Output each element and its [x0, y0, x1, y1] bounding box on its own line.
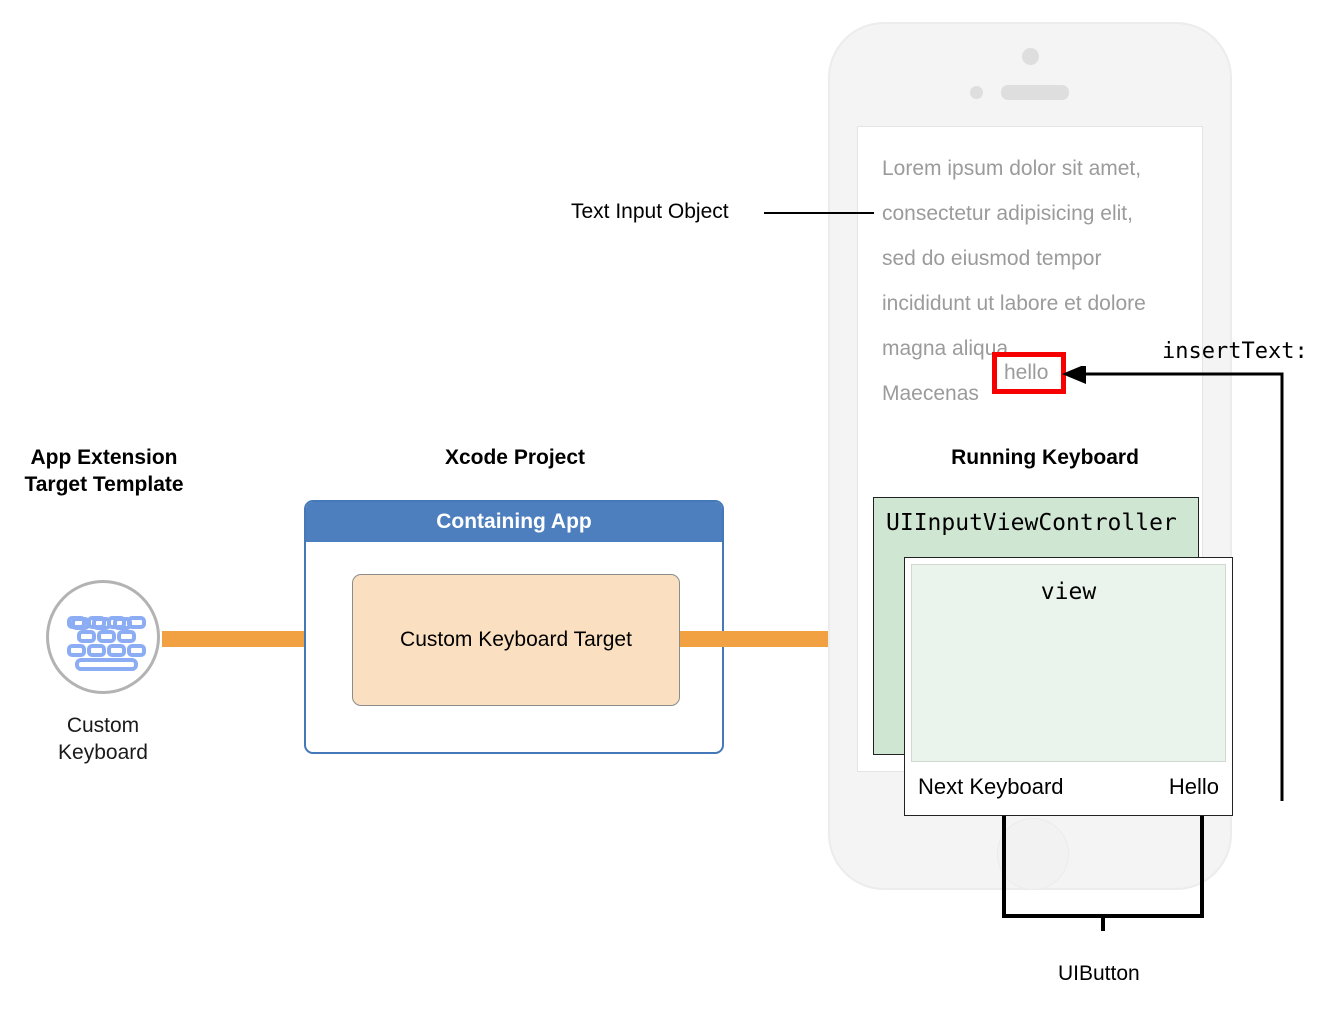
section-title-app-extension: App Extension Target Template: [24, 446, 184, 496]
text-input-object[interactable]: Lorem ipsum dolor sit amet, consectetur …: [882, 146, 1202, 416]
insert-text-connector: [1062, 366, 1284, 801]
view-label: view: [1040, 579, 1097, 605]
callout-text-input-object: Text Input Object: [571, 200, 729, 223]
keyboard-view-box: view: [911, 564, 1226, 762]
screen-text-line: Maecenas: [882, 382, 979, 405]
keyboard-icon: [67, 616, 146, 671]
phone-camera-icon: [1022, 48, 1039, 65]
phone-home-button[interactable]: [997, 818, 1069, 890]
inserted-text-highlight: [992, 352, 1066, 394]
callout-insert-text: insertText:: [1162, 339, 1308, 364]
custom-keyboard-target-label: Custom Keyboard Target: [400, 628, 632, 651]
custom-keyboard-circle: [46, 580, 160, 694]
keyboard-view-container: view Next Keyboard Hello: [904, 557, 1233, 816]
screen-text-line: consectetur adipisicing elit,: [882, 202, 1133, 225]
section-title-running-keyboard: Running Keyboard: [951, 446, 1139, 469]
screen-text-line: magna aliqua.: [882, 337, 1014, 360]
containing-app-header: Containing App: [306, 502, 722, 542]
leader-line-text-input-object: [764, 212, 874, 214]
screen-text-line: Lorem ipsum dolor sit amet,: [882, 157, 1142, 180]
flow-arrow-2: [680, 615, 872, 663]
custom-keyboard-caption: Custom Keyboard: [58, 714, 148, 764]
uibutton-connector: [1002, 816, 1204, 931]
hello-button[interactable]: Hello: [1168, 774, 1219, 799]
inserted-text-value: hello: [1004, 361, 1049, 384]
flow-arrow-1: [162, 615, 348, 663]
phone-speaker-icon: [1001, 85, 1069, 100]
next-keyboard-button[interactable]: Next Keyboard: [918, 774, 1064, 799]
custom-keyboard-target-box[interactable]: Custom Keyboard Target: [352, 574, 680, 706]
uiinputviewcontroller-label: UIInputViewController: [886, 510, 1177, 536]
section-title-xcode: Xcode Project: [444, 446, 586, 469]
screen-text-line: sed do eiusmod tempor: [882, 247, 1102, 270]
screen-text-line: incididunt ut labore et dolore: [882, 292, 1146, 315]
phone-sensor-icon: [970, 86, 983, 99]
callout-uibutton: UIButton: [1058, 962, 1140, 985]
